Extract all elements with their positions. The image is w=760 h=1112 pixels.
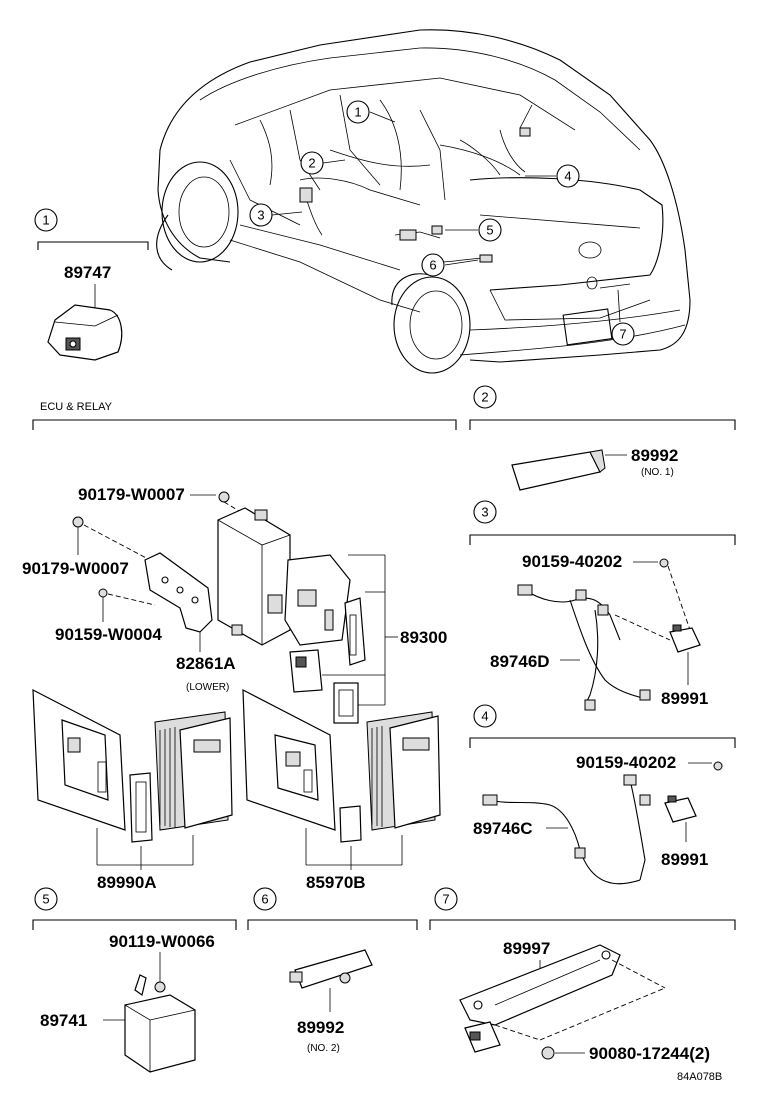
callout-5 bbox=[478, 218, 502, 242]
callout-4 bbox=[556, 164, 580, 188]
ecu-relay-group: 90179-W0007 90179-W0007 90159-W0004 8286… bbox=[22, 485, 291, 693]
callout-1-label: 1 bbox=[354, 105, 361, 120]
callout-2 bbox=[300, 151, 324, 175]
note-no2: (NO. 2) bbox=[307, 1043, 340, 1054]
part-89991-a: 89991 bbox=[661, 689, 708, 708]
part-90179-w0007-b: 90179-W0007 bbox=[22, 559, 129, 578]
part-89300: 89300 bbox=[400, 628, 447, 647]
part-85970b: 85970B bbox=[306, 873, 366, 892]
section-2: 2 89992 (NO. 1) bbox=[469, 385, 736, 491]
callout-1 bbox=[346, 100, 370, 124]
callout-7 bbox=[611, 322, 635, 346]
callout-2-label: 2 bbox=[308, 156, 315, 171]
section-ecu-relay-title: ECU & RELAY bbox=[40, 401, 113, 413]
part-90179-w0007-a: 90179-W0007 bbox=[78, 485, 185, 504]
group-85970b: 85970B bbox=[242, 688, 441, 892]
callout-7-label: 7 bbox=[619, 327, 626, 342]
group-89990a: 89990A bbox=[32, 688, 233, 892]
section-5-marker bbox=[34, 887, 58, 911]
section-3: 3 90159-40202 89991 89746D bbox=[469, 500, 736, 711]
part-89997: 89997 bbox=[503, 939, 550, 958]
part-89746d: 89746D bbox=[490, 652, 550, 671]
section-3-marker-label: 3 bbox=[481, 505, 488, 520]
section-5: 5 90119-W0066 89741 bbox=[32, 887, 237, 1073]
part-90159-40202-a: 90159-40202 bbox=[522, 552, 622, 571]
part-90159-40202-b: 90159-40202 bbox=[576, 753, 676, 772]
part-89741: 89741 bbox=[40, 1011, 87, 1030]
section-6: 6 89992 (NO. 2) bbox=[247, 887, 418, 1054]
section-5-marker-label: 5 bbox=[42, 892, 49, 907]
section-3-marker bbox=[473, 500, 497, 524]
section-6-marker bbox=[253, 887, 277, 911]
callout-6-label: 6 bbox=[429, 258, 436, 273]
note-lower: (LOWER) bbox=[186, 682, 229, 693]
section-7-marker-label: 7 bbox=[442, 892, 449, 907]
section-1: 1 89747 bbox=[34, 208, 149, 361]
group-89300: 89300 bbox=[284, 554, 447, 724]
section-2-marker-label: 2 bbox=[481, 390, 488, 405]
part-89990a: 89990A bbox=[97, 873, 157, 892]
section-2-marker bbox=[473, 385, 497, 409]
callout-4-label: 4 bbox=[564, 169, 571, 184]
part-90080-17244: 90080-17244(2) bbox=[589, 1044, 710, 1063]
section-7: 7 89997 90080-17244(2) bbox=[429, 887, 736, 1063]
figure-code: 84A078B bbox=[677, 1071, 722, 1083]
section-1-marker-label: 1 bbox=[42, 213, 49, 228]
car-callouts: 1 2 3 4 5 6 7 bbox=[249, 100, 635, 346]
part-89992-no1: 89992 bbox=[631, 446, 678, 465]
section-4: 4 90159-40202 89991 89746C bbox=[469, 704, 736, 885]
note-no1: (NO. 1) bbox=[641, 467, 674, 478]
part-90119-w0066: 90119-W0066 bbox=[109, 932, 215, 951]
part-82861a: 82861A bbox=[176, 654, 236, 673]
callout-3-label: 3 bbox=[257, 208, 264, 223]
callout-3 bbox=[249, 203, 273, 227]
part-89991-b: 89991 bbox=[661, 850, 708, 869]
part-89992-no2: 89992 bbox=[297, 1018, 344, 1037]
section-4-marker-label: 4 bbox=[481, 709, 488, 724]
part-89746c: 89746C bbox=[473, 819, 533, 838]
section-4-marker bbox=[473, 704, 497, 728]
part-89747: 89747 bbox=[64, 263, 111, 282]
part-90159-w0004: 90159-W0004 bbox=[55, 625, 162, 644]
car-illustration bbox=[156, 29, 691, 374]
callout-6 bbox=[421, 253, 445, 277]
section-7-marker bbox=[434, 887, 458, 911]
callout-5-label: 5 bbox=[486, 223, 493, 238]
section-6-marker-label: 6 bbox=[261, 892, 268, 907]
section-1-marker bbox=[34, 208, 58, 232]
ecu-relay-bracket bbox=[32, 419, 457, 430]
